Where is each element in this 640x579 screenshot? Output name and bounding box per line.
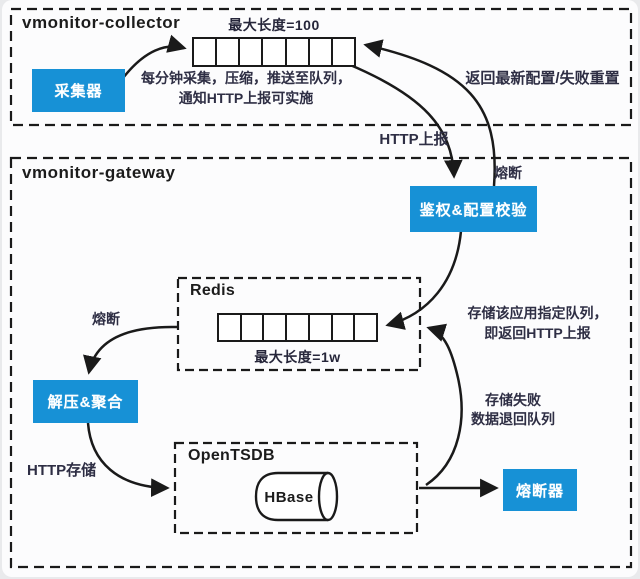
redis-queue (217, 313, 378, 342)
queue-cell (238, 39, 261, 65)
opentsdb-title: OpenTSDB (188, 447, 275, 464)
hbase-cylinder-body (254, 471, 328, 522)
arrow-auth-return-to-queue (363, 39, 496, 187)
http-store-label: HTTP存储 (27, 462, 97, 479)
return-config-note: 返回最新配置/失败重置 (465, 70, 620, 87)
decompress-aggregate-node[interactable]: 解压&聚合 (33, 380, 138, 423)
collect-note-line2: 通知HTTP上报可实施 (178, 90, 314, 106)
collector-queue (192, 37, 356, 67)
circuit-break-left-label: 熔断 (92, 311, 120, 327)
collector-title: vmonitor-collector (22, 13, 181, 32)
gateway-title: vmonitor-gateway (22, 163, 176, 182)
auth-config-node[interactable]: 鉴权&配置校验 (410, 186, 537, 232)
queue-cell (353, 315, 376, 340)
fail-note-line1: 存储失败 (485, 392, 541, 408)
hbase-cylinder-end (317, 471, 339, 522)
queue-cell (307, 315, 331, 340)
queue-cell (330, 39, 354, 65)
circuit-breaker-node[interactable]: 熔断器 (503, 469, 577, 511)
collector-container-border (9, 7, 633, 127)
arrow-decompress-to-opentsdb (86, 422, 170, 498)
queue-cell (215, 39, 238, 65)
queue-cell (219, 315, 240, 340)
redis-queue-caption: 最大长度=1w (254, 349, 341, 365)
arrow-fail-back-to-redis (425, 323, 463, 487)
queue-cell (239, 315, 263, 340)
arrow-redis-to-decompress (83, 325, 178, 375)
fail-note-line2: 数据退回队列 (471, 411, 555, 427)
hbase-label: HBase (264, 489, 314, 506)
arrow-collector-to-queue (122, 34, 187, 79)
arrow-queue-to-auth (347, 62, 463, 179)
store-note-line1: 存储该应用指定队列， (467, 305, 608, 321)
queue-cell (194, 39, 215, 65)
queue-cell (262, 315, 285, 340)
queue-cell (330, 315, 354, 340)
queue-cell (307, 39, 331, 65)
circuit-break-top-label: 熔断 (494, 165, 522, 181)
http-report-label: HTTP上报 (379, 131, 449, 148)
arrow-auth-to-redis-queue (385, 230, 463, 330)
collector-node[interactable]: 采集器 (32, 69, 125, 112)
opentsdb-container-border (173, 441, 419, 535)
queue-cell (261, 39, 284, 65)
gateway-container-border (9, 156, 633, 569)
collect-note-line1: 每分钟采集，压缩，推送至队列， (141, 70, 351, 86)
redis-title: Redis (190, 282, 236, 299)
queue-cell (285, 315, 308, 340)
queue-cell (284, 39, 308, 65)
redis-container-border (176, 276, 422, 372)
collector-queue-caption: 最大长度=100 (228, 17, 320, 33)
store-note-line2: 即返回HTTP上报 (484, 325, 591, 341)
